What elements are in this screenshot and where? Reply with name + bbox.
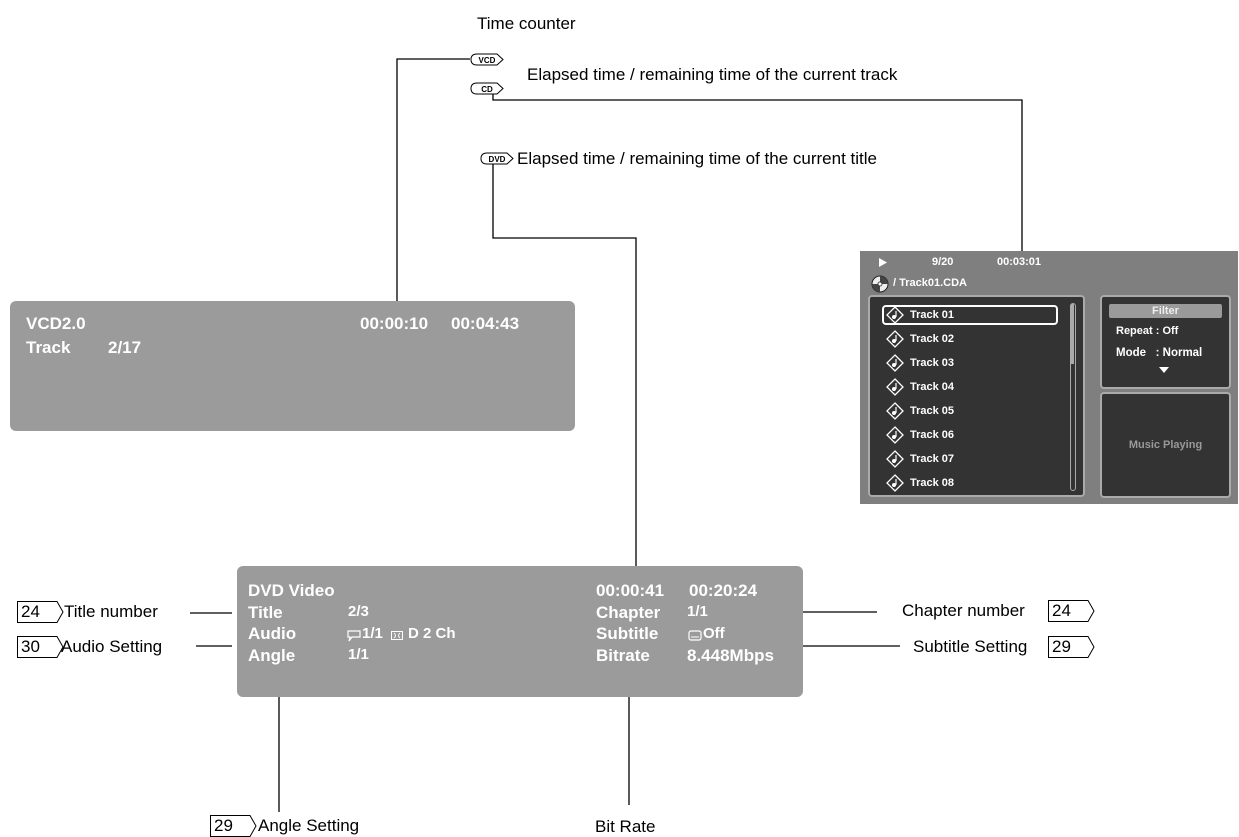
track-list[interactable]: Track 01 Track 02 Track 03 Track 04 Trac… <box>868 295 1085 497</box>
music-file-icon <box>886 426 904 444</box>
track-name: Track 01 <box>910 309 955 321</box>
track-name: Track 03 <box>910 357 955 369</box>
cd-time: 00:03:01 <box>997 256 1042 268</box>
time-counter-label: Time counter <box>477 14 576 33</box>
subtitle-icon <box>688 630 702 641</box>
audio-setting-label: Audio Setting <box>61 637 163 656</box>
music-playing-status: Music Playing <box>1128 439 1203 451</box>
vcd-format: VCD2.0 <box>26 314 86 333</box>
angle-setting-label: Angle Setting <box>258 816 360 835</box>
music-file-icon <box>886 306 904 324</box>
subtitle-label: Subtitle <box>596 624 659 643</box>
title-number-label: Title number <box>64 602 158 621</box>
audio-format: D 2 Ch <box>408 625 456 642</box>
bit-rate-label: Bit Rate <box>595 817 656 836</box>
subtitle-value: Off <box>703 625 725 642</box>
repeat-setting[interactable]: Repeat : Off <box>1116 325 1179 337</box>
title-label: Title <box>248 603 283 622</box>
track-name: Track 08 <box>910 477 955 489</box>
svg-text:DVD: DVD <box>489 155 506 164</box>
title-ref-number: 24 <box>21 602 40 621</box>
subtitle-ref-number: 29 <box>1052 637 1071 656</box>
list-item[interactable]: Track 08 <box>882 473 1062 494</box>
music-file-icon <box>886 354 904 372</box>
filter-label: Filter <box>1152 305 1179 317</box>
list-item[interactable]: Track 07 <box>882 449 1062 470</box>
page-ref-arrow-box <box>17 636 64 658</box>
list-item[interactable]: Track 01 <box>882 305 1062 326</box>
list-item[interactable]: Track 04 <box>882 377 1062 398</box>
page-ref-arrow-box <box>1048 600 1095 622</box>
track-name: Track 05 <box>910 405 955 417</box>
dvd-badge: DVD <box>480 152 514 165</box>
filter-button[interactable]: Filter <box>1109 304 1222 318</box>
scrollbar[interactable] <box>1070 303 1076 491</box>
music-file-icon <box>886 450 904 468</box>
track-name: Track 04 <box>910 381 955 393</box>
dvd-remaining-time: 00:20:24 <box>689 581 758 600</box>
track-name: Track 07 <box>910 453 955 465</box>
vcd-track-label: Track <box>26 338 71 357</box>
dvd-elapsed-time: 00:00:41 <box>596 581 665 600</box>
music-file-icon <box>886 330 904 348</box>
mode-setting[interactable]: Mode : Normal <box>1116 347 1203 359</box>
vcd-remaining-time: 00:04:43 <box>451 314 520 333</box>
cd-screen: 9/20 00:03:01 / Track01.CDA Track 01 Tra… <box>860 251 1238 504</box>
audio-label: Audio <box>248 624 297 643</box>
scrollbar-thumb[interactable] <box>1071 304 1074 364</box>
music-file-icon <box>886 378 904 396</box>
chevron-down-icon[interactable] <box>1159 367 1169 373</box>
cd-badge: CD <box>470 82 504 95</box>
page-ref-arrow-box <box>1048 636 1095 658</box>
chapter-label: Chapter <box>596 603 661 622</box>
play-icon <box>879 258 887 267</box>
angle-ref-number: 29 <box>214 816 233 835</box>
page-ref-arrow-box <box>210 815 257 837</box>
svg-text:CD: CD <box>481 85 493 94</box>
page-ref-arrow-box <box>17 601 64 623</box>
vcd-osd-panel: VCD2.0 00:00:10 00:04:43 Track 2/17 <box>10 301 575 431</box>
vcd-elapsed-time: 00:00:10 <box>360 314 429 333</box>
angle-label: Angle <box>248 646 296 665</box>
audio-value: 1/1 <box>362 625 383 642</box>
angle-value: 1/1 <box>348 646 369 663</box>
status-panel: Music Playing <box>1100 392 1231 498</box>
vcd-track-value: 2/17 <box>108 338 142 357</box>
subtitle-setting-label: Subtitle Setting <box>913 637 1028 656</box>
list-item[interactable]: Track 05 <box>882 401 1062 422</box>
list-item[interactable]: Track 03 <box>882 353 1062 374</box>
list-item[interactable]: Track 06 <box>882 425 1062 446</box>
chapter-ref-number: 24 <box>1052 601 1071 620</box>
list-item[interactable]: Track 02 <box>882 329 1062 350</box>
dvd-osd-panel: DVD Video 00:00:41 00:20:24 Title 2/3 Au… <box>237 566 803 697</box>
track-selection-highlight <box>882 305 1058 325</box>
cd-elapsed-label: Elapsed time / remaining time of the cur… <box>527 65 898 84</box>
chapter-number-label: Chapter number <box>902 601 1025 620</box>
bitrate-value: 8.448Mbps <box>687 646 774 665</box>
chapter-value: 1/1 <box>687 603 708 620</box>
track-name: Track 06 <box>910 429 955 441</box>
dolby-icon <box>391 631 403 640</box>
bitrate-label: Bitrate <box>596 646 650 665</box>
music-file-icon <box>886 474 904 492</box>
cd-track-counter: 9/20 <box>932 256 954 268</box>
music-file-icon <box>886 402 904 420</box>
svg-text:VCD: VCD <box>479 56 496 65</box>
vcd-badge: VCD <box>470 53 504 66</box>
track-name: Track 02 <box>910 333 955 345</box>
audio-ref-number: 30 <box>21 637 40 656</box>
dvd-format: DVD Video <box>248 581 335 600</box>
disc-icon <box>871 275 889 293</box>
filter-panel: Filter Repeat : Off Mode : Normal <box>1100 295 1231 389</box>
dvd-elapsed-label: Elapsed time / remaining time of the cur… <box>517 149 877 168</box>
cd-path: / Track01.CDA <box>893 277 967 289</box>
speech-bubble-icon <box>347 630 361 642</box>
title-value: 2/3 <box>348 603 369 620</box>
